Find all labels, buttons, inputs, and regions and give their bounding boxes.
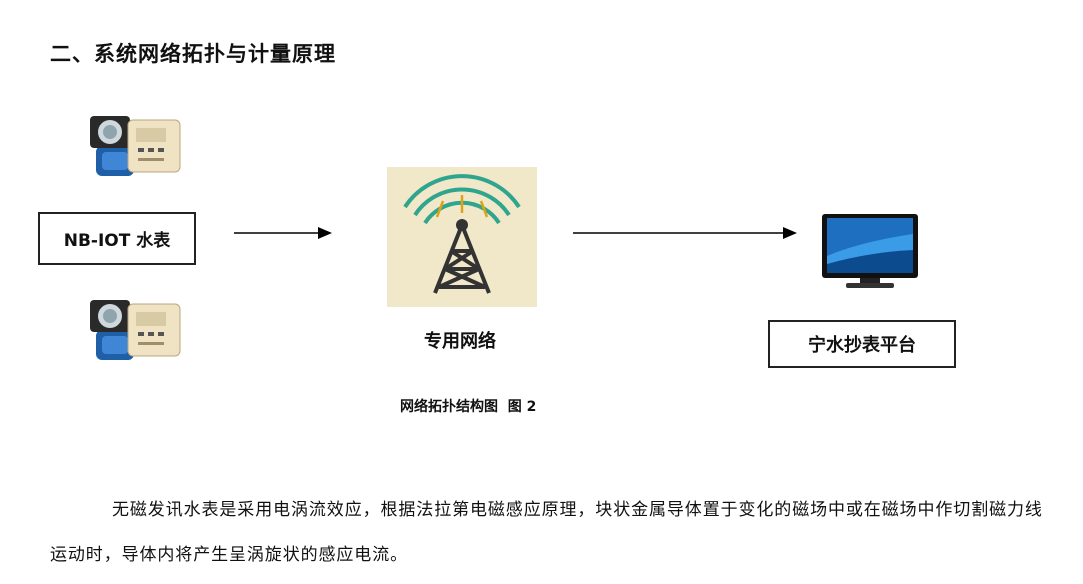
platform-node: 宁水抄表平台 <box>768 320 956 368</box>
monitor-icon <box>822 214 918 288</box>
platform-label: 宁水抄表平台 <box>808 335 916 356</box>
meter-label: NB-IOT 水表 <box>63 231 171 251</box>
figure-caption: 网络拓扑结构图 图 2 <box>400 399 537 415</box>
body-paragraph: 无磁发讯水表是采用电涡流效应，根据法拉第电磁感应原理，块状金属导体置于变化的磁场… <box>50 500 1043 565</box>
water-meter-icon <box>90 300 181 360</box>
meter-node: NB-IOT 水表 <box>38 212 196 265</box>
network-label: 专用网络 <box>424 331 496 352</box>
arrow-to-network <box>234 227 332 239</box>
signal-tower-icon <box>387 167 537 307</box>
arrow-to-platform <box>573 227 797 239</box>
section-heading: 二、系统网络拓扑与计量原理 <box>50 42 336 66</box>
water-meter-icon <box>90 116 181 176</box>
